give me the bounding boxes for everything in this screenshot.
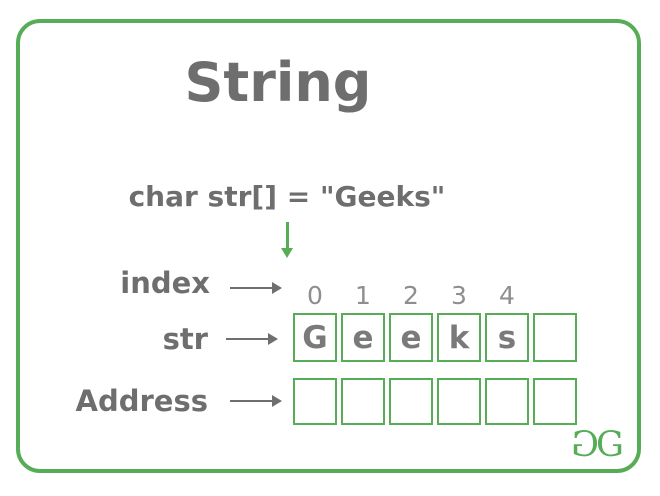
rounded-border-frame [16, 19, 641, 473]
index-number: 2 [403, 281, 419, 310]
index-number: 3 [451, 281, 467, 310]
right-arrow-icon [226, 333, 278, 345]
index-number: 0 [307, 281, 323, 310]
logo-mirrored-g: G [571, 425, 599, 465]
right-arrow-icon [230, 395, 282, 407]
str-cell: e [389, 313, 433, 362]
str-cell: s [485, 313, 529, 362]
page-title: String [184, 51, 372, 114]
address-cells-row [293, 378, 577, 425]
right-arrow-icon [230, 282, 282, 294]
str-row-label: str [162, 322, 208, 356]
address-cell [533, 378, 577, 425]
address-cell [341, 378, 385, 425]
geeksforgeeks-logo-icon: G G [571, 425, 624, 465]
address-cell [485, 378, 529, 425]
logo-g: G [595, 425, 624, 465]
index-number: 1 [355, 281, 371, 310]
char-array-declaration: char str[] = "Geeks" [128, 180, 446, 213]
str-cell: G [293, 313, 337, 362]
index-row-label: index [120, 266, 210, 300]
index-number: 4 [499, 281, 515, 310]
str-cell: k [437, 313, 481, 362]
down-arrow-icon [281, 222, 293, 258]
str-cell: e [341, 313, 385, 362]
str-cells-row: G e e k s [293, 313, 577, 362]
str-cell [533, 313, 577, 362]
address-row-label: Address [75, 384, 208, 418]
address-cell [437, 378, 481, 425]
address-cell [293, 378, 337, 425]
index-numbers-row: 0 1 2 3 4 [293, 283, 577, 309]
address-cell [389, 378, 433, 425]
